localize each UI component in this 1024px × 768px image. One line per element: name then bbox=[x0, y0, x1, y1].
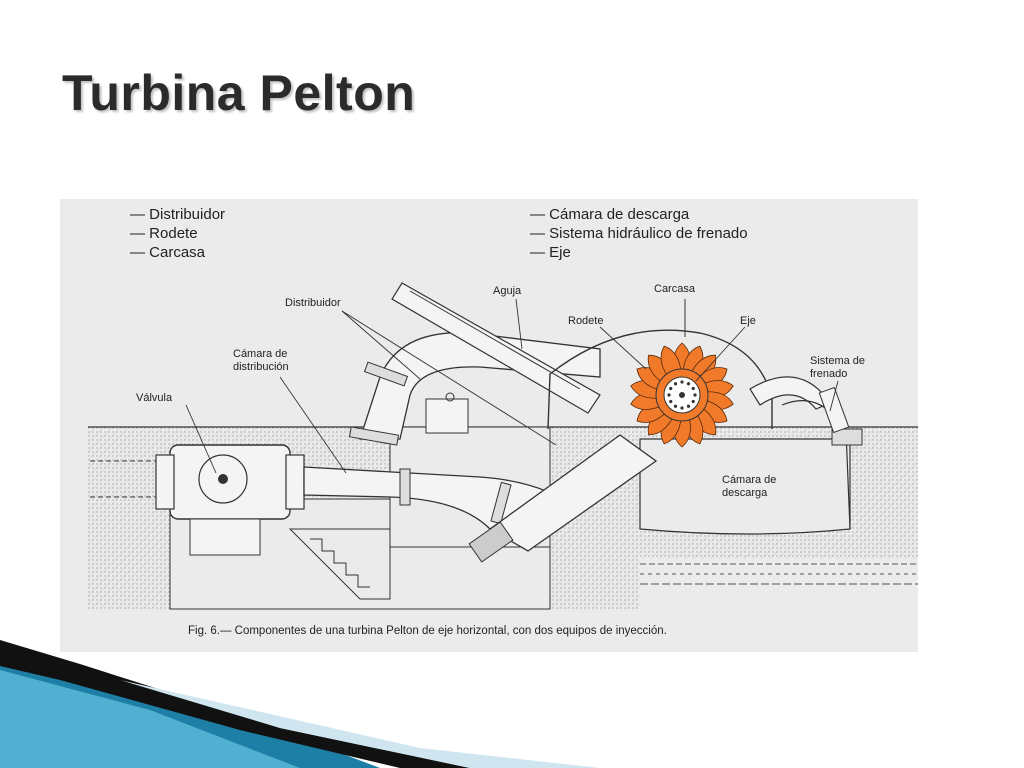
distribution-pipe bbox=[303, 434, 658, 563]
upper-distributor bbox=[348, 282, 601, 446]
hub-bolt bbox=[669, 399, 673, 404]
hub-bolt bbox=[680, 406, 684, 410]
hub-bolt bbox=[680, 380, 684, 384]
callout-camara-descarga-1: Cámara de bbox=[722, 474, 777, 486]
hub-bolt bbox=[686, 382, 691, 386]
callout-sistema-frenado-2: frenado bbox=[810, 368, 848, 380]
figure-caption: Fig. 6.— Componentes de una turbina Pelt… bbox=[188, 625, 667, 637]
legend-rodete: Rodete bbox=[130, 225, 197, 242]
legend-eje: Eje bbox=[530, 244, 571, 261]
callout-eje: Eje bbox=[740, 315, 756, 327]
hub-bolt bbox=[693, 393, 697, 397]
hub-bolt bbox=[673, 404, 678, 408]
callout-camara-descarga-2: descarga bbox=[722, 487, 768, 499]
pelton-turbine-diagram: Distribuidor Rodete Carcasa Cámara de de… bbox=[60, 199, 918, 652]
callout-aguja: Aguja bbox=[493, 285, 522, 297]
discharge-chamber bbox=[639, 438, 918, 609]
hub-bolt bbox=[691, 386, 695, 391]
corner-swoosh-decoration bbox=[0, 640, 600, 768]
callout-distribuidor: Distribuidor bbox=[285, 297, 341, 309]
legend-camara-descarga: Cámara de descarga bbox=[530, 206, 689, 223]
callout-rodete: Rodete bbox=[568, 315, 604, 327]
callout-camara-distribucion-1: Cámara de bbox=[233, 348, 288, 360]
slide-title: Turbina Pelton bbox=[62, 65, 416, 121]
runner-bucket bbox=[660, 345, 682, 378]
callout-valvula: Válvula bbox=[136, 392, 173, 404]
casing bbox=[547, 299, 773, 430]
hub-bolt bbox=[669, 386, 673, 391]
hub-bolt bbox=[691, 399, 695, 404]
pelton-runner bbox=[630, 342, 734, 448]
legend-carcasa: Carcasa bbox=[130, 244, 205, 261]
callout-carcasa: Carcasa bbox=[654, 283, 695, 295]
braking-system bbox=[749, 376, 863, 530]
legend-distribuidor: Distribuidor bbox=[130, 206, 225, 223]
diagram-drawing bbox=[88, 282, 918, 610]
hub-bolt bbox=[686, 404, 691, 408]
valve bbox=[90, 444, 305, 556]
leader-lines bbox=[185, 298, 839, 474]
hub-bolt bbox=[667, 393, 671, 397]
hub-bolt bbox=[673, 382, 678, 386]
callout-sistema-frenado-1: Sistema de bbox=[810, 355, 866, 367]
legend-sistema-frenado: Sistema hidráulico de frenado bbox=[530, 225, 747, 242]
callout-camara-distribucion-2: distribución bbox=[233, 361, 289, 373]
